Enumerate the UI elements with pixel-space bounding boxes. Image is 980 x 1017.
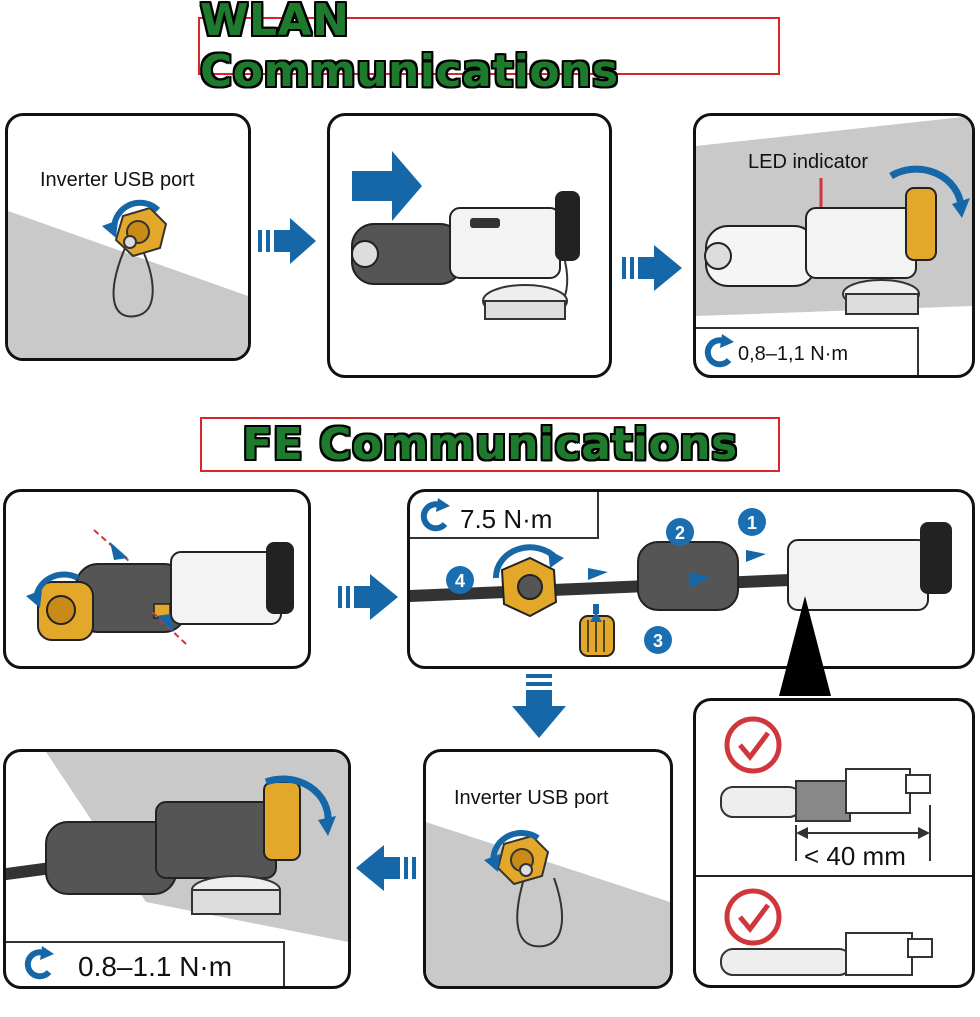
fe-dongle-icon bbox=[45, 781, 301, 915]
torque-rotate-icon bbox=[420, 498, 450, 532]
step-3-label: 3 bbox=[653, 631, 663, 651]
fe-dongle-icon bbox=[787, 522, 952, 611]
housing-icon bbox=[637, 541, 739, 611]
direction-arrow-icon bbox=[352, 151, 422, 221]
direction-arrow-icon bbox=[356, 845, 416, 891]
direction-arrow-icon bbox=[512, 674, 566, 738]
wlan-section-title-box: WLAN Communications bbox=[198, 0, 780, 97]
rotate-arrow-icon bbox=[492, 544, 564, 579]
step-2-badge: 2 bbox=[666, 518, 694, 546]
fe-dongle-icon bbox=[37, 542, 294, 641]
step-1-badge: 1 bbox=[738, 508, 766, 536]
inverter-wall bbox=[8, 211, 248, 358]
cable-length-label: < 40 mm bbox=[804, 841, 906, 871]
wlan-step1-panel: Inverter USB port bbox=[5, 113, 251, 361]
torque-rotate-icon bbox=[24, 946, 54, 980]
led-indicator-label: LED indicator bbox=[748, 151, 868, 173]
wlan-section-title: WLAN Communications bbox=[200, 0, 619, 97]
direction-arrow-icon bbox=[258, 218, 316, 264]
usb-port-cap-icon bbox=[112, 206, 168, 318]
torque-value-nut: 7.5 N·m bbox=[460, 504, 552, 534]
inverter-wall bbox=[426, 822, 670, 986]
torque-value-fe: 0.8–1.1 N·m bbox=[78, 951, 232, 982]
torque-rotate-icon bbox=[704, 334, 734, 368]
fe-step2-panel: 7.5 N·m 4 bbox=[407, 489, 975, 669]
step-4-label: 4 bbox=[455, 571, 465, 591]
fe-usb-port-panel: Inverter USB port bbox=[423, 749, 673, 989]
fe-section-title-box: FE Communications bbox=[200, 417, 780, 472]
torque-value-wlan: 0,8–1,1 N·m bbox=[738, 343, 848, 365]
step-4-badge: 4 bbox=[446, 566, 474, 594]
usb-port-cap-icon bbox=[496, 834, 563, 948]
fe-section-title: FE Communications bbox=[242, 419, 738, 470]
inverter-usb-port-label-2: Inverter USB port bbox=[454, 787, 609, 809]
fe-step1-panel bbox=[3, 489, 311, 669]
stripped-cable-icon bbox=[720, 768, 931, 822]
rotate-arrow-icon bbox=[889, 165, 970, 218]
wlan-step3-panel: LED indicator 0,8–1,1 N·m bbox=[693, 113, 975, 378]
step-2-label: 2 bbox=[675, 523, 685, 543]
wlan-step2-panel bbox=[327, 113, 612, 378]
step-3-badge: 3 bbox=[644, 626, 672, 654]
rotate-arrow-icon bbox=[26, 571, 80, 608]
step-1-label: 1 bbox=[747, 513, 757, 533]
rj45-cable-icon bbox=[720, 932, 933, 976]
rotate-arrow-icon bbox=[102, 199, 161, 238]
rotate-arrow-icon bbox=[484, 830, 540, 872]
checkmark-circle-icon bbox=[724, 716, 782, 774]
wlan-dongle-icon bbox=[351, 191, 580, 320]
cable-detail-panel: < 40 mm bbox=[693, 698, 975, 988]
inverter-usb-port-label-1: Inverter USB port bbox=[40, 169, 195, 191]
checkmark-circle-icon bbox=[724, 888, 782, 946]
lock-nut-icon bbox=[500, 556, 558, 618]
rotate-arrow-icon bbox=[264, 775, 336, 836]
direction-arrow-icon bbox=[338, 574, 398, 620]
direction-arrow-icon bbox=[622, 245, 682, 291]
zoom-pointer bbox=[779, 596, 831, 696]
fe-final-panel: 0.8–1.1 N·m bbox=[3, 749, 351, 989]
wlan-dongle-icon bbox=[704, 187, 937, 315]
